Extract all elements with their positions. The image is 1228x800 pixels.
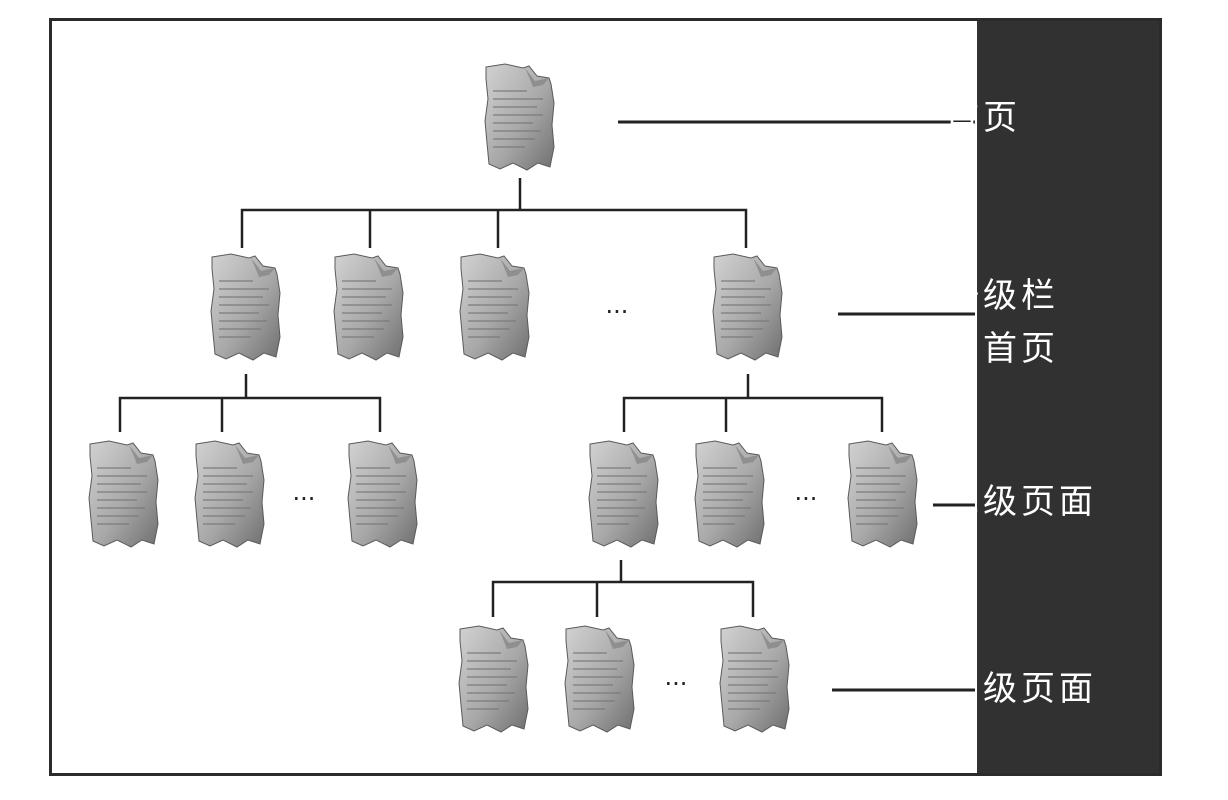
node-l3-1-page-icon bbox=[458, 625, 529, 733]
node-l1-1-page-icon bbox=[210, 253, 281, 361]
node-l2-6-page-icon bbox=[847, 440, 918, 548]
node-l2-3-page-icon bbox=[347, 440, 418, 548]
node-l3-3-page-icon bbox=[719, 625, 790, 733]
node-l2-4-page-icon bbox=[588, 440, 659, 548]
site-structure-diagram: ··· ··· ··· ··· bbox=[88, 63, 975, 733]
connector-line-9 bbox=[622, 396, 884, 432]
level-label-third-level: 三级页面 bbox=[945, 669, 1097, 709]
connector-lines bbox=[118, 178, 884, 617]
connector-line-6 bbox=[118, 396, 382, 432]
level-label-sidebar bbox=[977, 21, 1159, 773]
node-l1-3-page-icon bbox=[459, 253, 530, 361]
ellipsis-3: ··· bbox=[795, 485, 818, 513]
level-label-first-level: 一级栏目首页 bbox=[945, 276, 1059, 369]
level-indicator-lines bbox=[618, 120, 975, 692]
node-l3-2-page-icon bbox=[564, 625, 635, 733]
level-label-home: 首页 bbox=[945, 98, 1021, 138]
ellipsis-4: ··· bbox=[665, 670, 688, 698]
ellipsis-1: ··· bbox=[606, 298, 629, 326]
node-l2-1-page-icon bbox=[88, 440, 159, 548]
ellipsis-2: ··· bbox=[293, 485, 316, 513]
sitemap-frame: ··· ··· ··· ··· bbox=[49, 18, 1162, 776]
level-label-second-level: 二级页面 bbox=[945, 482, 1097, 522]
node-l1-4-page-icon bbox=[712, 253, 783, 361]
node-home-page-icon bbox=[484, 63, 555, 171]
node-l2-5-page-icon bbox=[694, 440, 765, 548]
connector-line-2 bbox=[240, 208, 748, 248]
connector-line-12 bbox=[491, 580, 755, 617]
ellipsis-group: ··· ··· ··· ··· bbox=[293, 298, 818, 698]
node-l1-2-page-icon bbox=[333, 253, 404, 361]
node-l2-2-page-icon bbox=[194, 440, 265, 548]
